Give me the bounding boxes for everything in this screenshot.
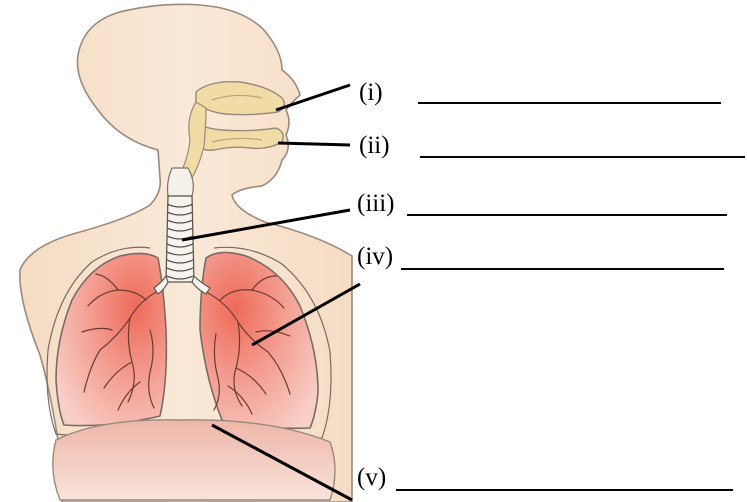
label-v: (v) [357,465,386,490]
pointer-line-ii [278,143,350,145]
answer-blank-iv[interactable] [401,268,724,270]
answer-blank-v[interactable] [396,489,733,491]
answer-blank-i[interactable] [418,102,721,104]
larynx [168,168,194,196]
label-iii: (iii) [357,191,395,216]
label-iv: (iv) [357,244,393,269]
diaphragm [53,420,335,500]
answer-blank-ii[interactable] [420,156,745,158]
label-i: (i) [359,80,383,105]
answer-blank-iii[interactable] [407,214,727,216]
label-ii: (ii) [359,133,390,158]
